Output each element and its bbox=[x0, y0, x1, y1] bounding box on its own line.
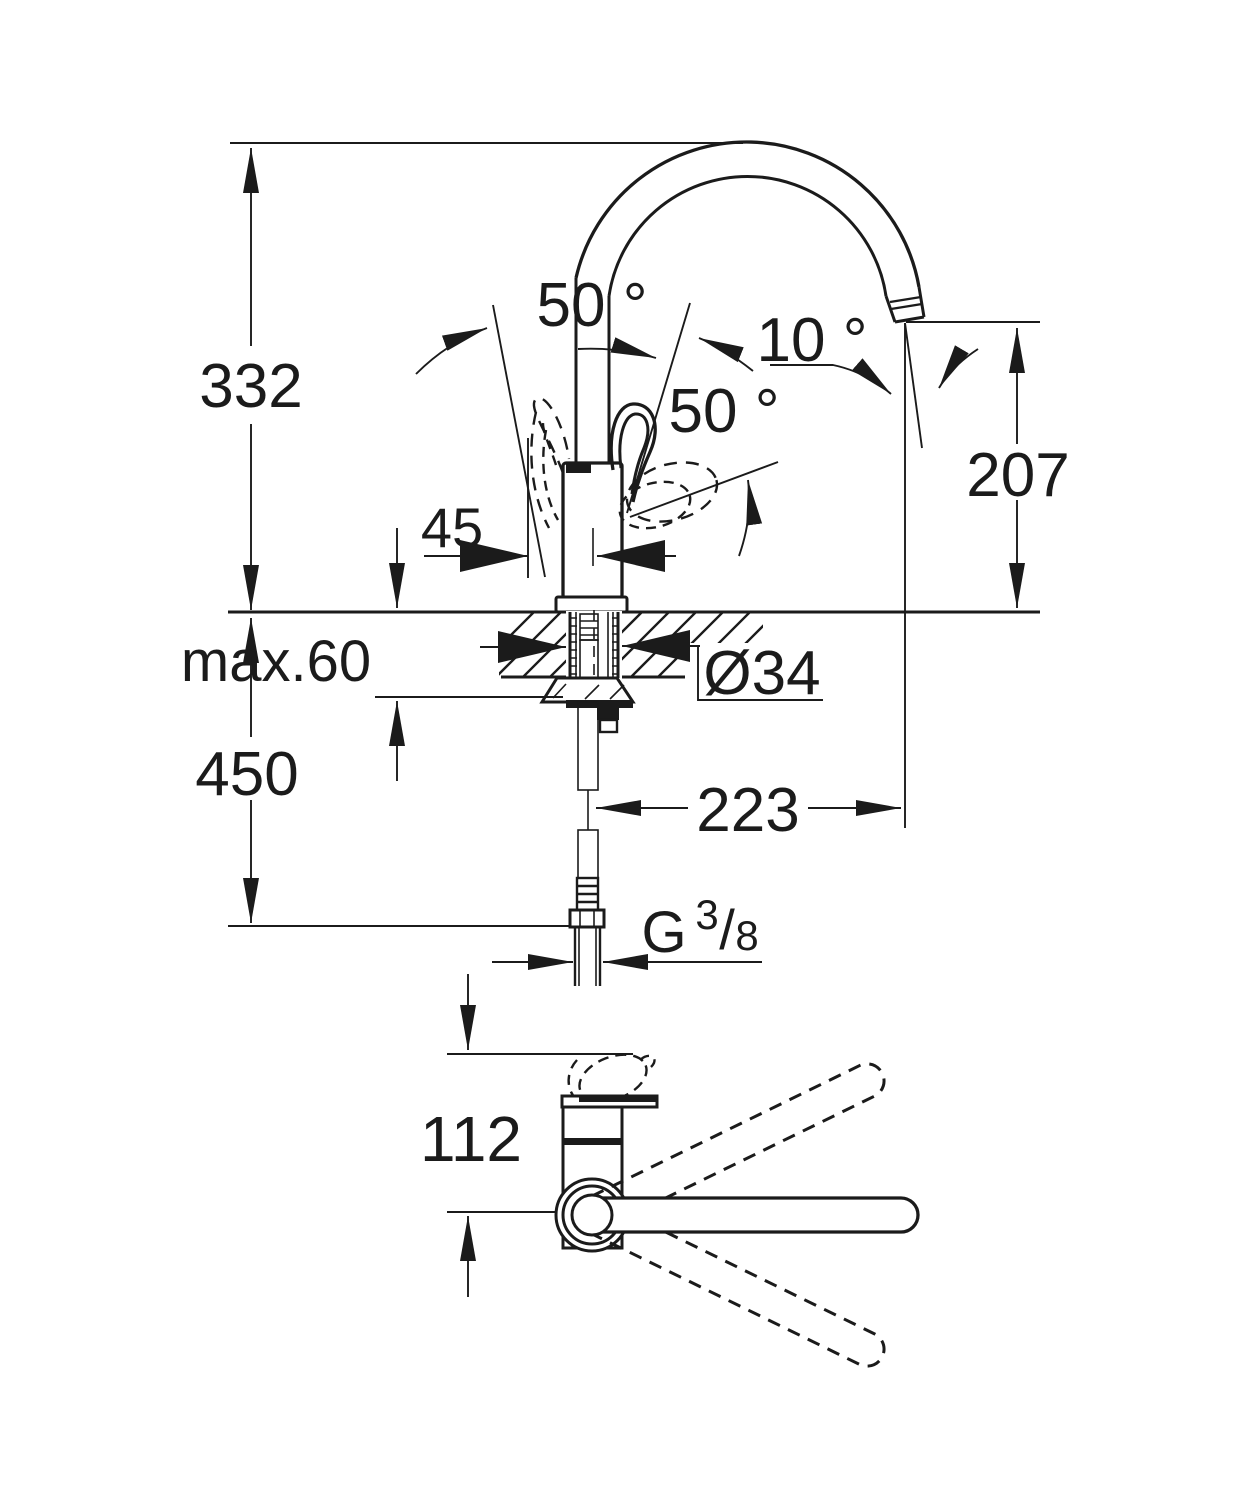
hose-tube-walls bbox=[573, 927, 602, 986]
swivel-line-left bbox=[492, 304, 546, 578]
shank-threads bbox=[569, 617, 619, 675]
swivel-circle-inner bbox=[570, 1193, 614, 1237]
spout-arc bbox=[574, 140, 926, 463]
dimension-332: 332 bbox=[199, 142, 743, 610]
outlet-angle-line bbox=[904, 322, 923, 449]
dim-dia34-label: Ø34 bbox=[703, 639, 820, 708]
lever-up-solid bbox=[609, 402, 657, 503]
dim-112-label: 112 bbox=[420, 1103, 522, 1175]
dimension-223: 223 bbox=[596, 323, 906, 845]
mounting-shank bbox=[539, 610, 636, 734]
supply-hose bbox=[568, 701, 606, 986]
dimension-dia34: Ø34 bbox=[703, 639, 820, 708]
dim-max60-label: max.60 bbox=[181, 629, 371, 694]
thread-G-label: G bbox=[641, 900, 686, 965]
thread-denominator-label: 8 bbox=[735, 912, 758, 959]
spout-outer-arc bbox=[574, 140, 921, 288]
swivel-line-right bbox=[626, 302, 691, 514]
dimension-max60: max.60 bbox=[181, 528, 823, 781]
lever-tangent-line bbox=[629, 461, 779, 518]
body-top-mark bbox=[566, 464, 591, 473]
handle-solid bbox=[596, 1196, 920, 1234]
angle-50-annotations: 50 ° 50 ° bbox=[415, 271, 780, 578]
angle-10-label: 10 ° bbox=[757, 306, 868, 375]
spout-inner-arc bbox=[607, 175, 888, 297]
dim-223-label: 223 bbox=[696, 776, 799, 845]
faucet-body bbox=[554, 461, 629, 614]
hose-braid-lower bbox=[577, 829, 599, 879]
thread-numerator-label: 3 bbox=[695, 891, 718, 938]
thread-G38-annotation: G 3 / 8 bbox=[492, 891, 762, 970]
lock-ring bbox=[566, 700, 633, 708]
dimension-112: 112 bbox=[420, 974, 522, 1297]
dimension-45: 45 bbox=[421, 438, 676, 578]
hose-braid-upper bbox=[577, 701, 599, 791]
second-hose-crimp bbox=[597, 708, 619, 720]
dimension-207: 207 bbox=[906, 321, 1070, 608]
spout-outlet-aerator bbox=[884, 286, 926, 324]
cartridge-detail bbox=[579, 613, 599, 641]
dim-450-label: 450 bbox=[195, 740, 298, 809]
dia34-leader bbox=[697, 646, 823, 701]
hose-hex-nut bbox=[568, 908, 606, 929]
angle-50-top-label: 50 ° bbox=[537, 271, 648, 340]
angle-50-lever-label: 50 ° bbox=[669, 377, 780, 446]
dim-45-label: 45 bbox=[421, 496, 483, 559]
dim-332-label: 332 bbox=[199, 352, 302, 421]
topview-divider bbox=[563, 1138, 622, 1145]
faucet-top-view bbox=[447, 1053, 920, 1368]
faucet-side-view bbox=[530, 140, 926, 986]
topview-cap-edge bbox=[579, 1096, 657, 1102]
angle-10-annotation: 10 ° bbox=[757, 306, 979, 449]
base-flange bbox=[554, 595, 629, 614]
dim-207-label: 207 bbox=[966, 441, 1069, 510]
dimension-450: 450 bbox=[195, 618, 570, 927]
thread-slash-label: / bbox=[719, 898, 735, 961]
